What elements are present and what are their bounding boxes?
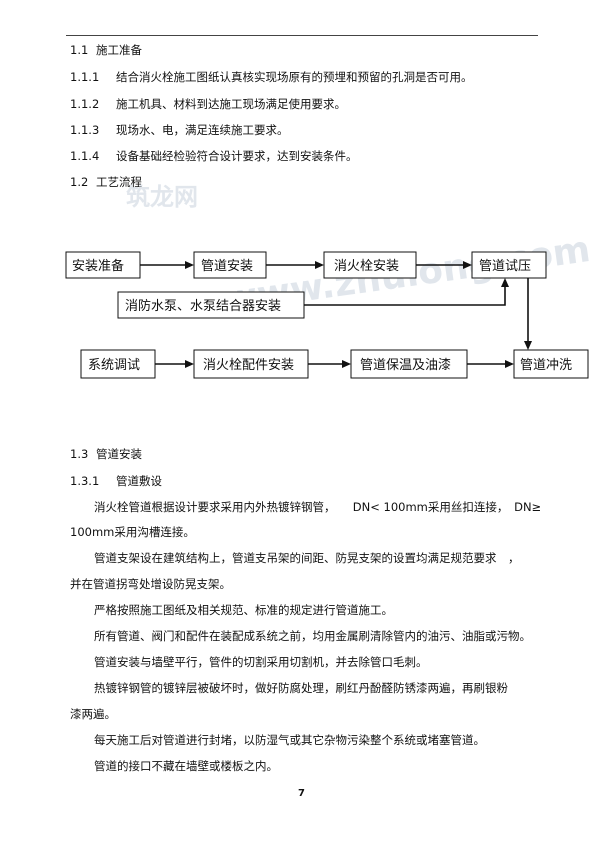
paragraph-line: 管道安装与墙壁平行，管件的切割采用切割机，并去除管口毛刺。 — [94, 655, 428, 669]
section-heading: 1.1 施工准备 — [70, 42, 142, 58]
section-title: 施工准备 — [95, 43, 142, 57]
section-number: 1.3 — [70, 447, 89, 461]
flow-box-hydrant-install — [323, 251, 417, 279]
flow-box-prep — [65, 251, 141, 279]
watermark-cn: 筑龙网 — [126, 183, 198, 211]
section-heading: 1.2 工艺流程 — [70, 174, 142, 190]
arrowhead — [342, 360, 351, 368]
arrowhead — [185, 360, 194, 368]
flow-box-insulation-paint-label: 管道保温及油漆 — [360, 357, 451, 373]
section-title: 管道安装 — [95, 447, 142, 461]
flow-box-hydrant-fittings — [193, 349, 309, 379]
paragraph-line: 每天施工后对管道进行封堵，以防湿气或其它杂物污染整个系统或堵塞管道。 — [94, 733, 485, 747]
item-number: 1.1.2 — [70, 97, 100, 111]
item-number: 1.1.3 — [70, 123, 100, 137]
section-heading: 1.3 管道安装 — [70, 446, 142, 462]
paragraph-line: 热镀锌钢管的镀锌层被破坏时，做好防腐处理，刷红丹酚醛防锈漆两遍，再刷银粉 — [94, 681, 508, 695]
item-text: 设备基础经检验符合设计要求，达到安装条件。 — [116, 149, 358, 163]
arrowhead — [463, 261, 472, 269]
section-title: 工艺流程 — [95, 175, 142, 189]
flow-box-system-debug — [80, 349, 156, 379]
flow-box-pipe-install-label: 管道安装 — [201, 259, 253, 274]
paragraph-line: 所有管道、阀门和配件在装配成系统之前，均用金属刷清除管内的油污、油脂或污物。 — [94, 629, 531, 643]
arrowhead — [524, 341, 532, 350]
arrowhead — [505, 360, 514, 368]
flow-box-flush — [513, 349, 589, 379]
flow-box-system-debug-label: 系统调试 — [88, 358, 140, 373]
paragraph-line: 消火栓管道根据设计要求采用内外热镀锌钢管， DN< 100mm采用丝扣连接， D… — [94, 500, 542, 514]
arrowhead — [185, 261, 194, 269]
arrowhead — [315, 261, 324, 269]
paragraph-line: 100mm采用沟槽连接。 — [70, 525, 195, 539]
paragraph-line: 管道的接口不藏在墙壁或楼板之内。 — [94, 759, 278, 773]
flow-box-prep-label: 安装准备 — [72, 258, 124, 274]
flow-box-flush-label: 管道冲洗 — [520, 358, 572, 373]
item-text: 结合消火栓施工图纸认真核实现场原有的预埋和预留的孔洞是否可用。 — [116, 70, 473, 84]
flow-box-hydrant-install-label: 消火栓安装 — [334, 259, 399, 274]
paragraph-line: 漆两遍。 — [70, 707, 116, 721]
flow-box-hydrant-fittings-label: 消火栓配件安装 — [203, 358, 294, 373]
flow-box-pressure-test-label: 管道试压 — [479, 259, 531, 274]
section-number: 1.1 — [70, 43, 89, 57]
item-number: 1.1.4 — [70, 149, 100, 163]
arrowhead — [501, 278, 509, 287]
paragraph-line: 管道支架设在建筑结构上，管道支吊架的间距、防晃支架的设置均满足规范要求 ， — [94, 551, 520, 565]
flow-box-pump-install-label: 消防水泵、水泵结合器安装 — [125, 298, 281, 314]
subsection-number: 1.3.1 — [70, 474, 100, 488]
flow-box-pump-install — [117, 291, 305, 319]
flow-arrow — [304, 286, 506, 306]
item-text: 施工机具、材料到达施工现场满足使用要求。 — [116, 97, 346, 111]
flow-box-insulation-paint — [350, 349, 468, 379]
page-number: 7 — [298, 788, 305, 799]
flow-box-pipe-install — [193, 251, 267, 279]
flow-box-pressure-test — [471, 251, 547, 279]
paragraph-line: 严格按照施工图纸及相关规范、标准的规定进行管道施工。 — [94, 603, 393, 617]
item-number: 1.1.1 — [70, 70, 100, 84]
header-rule — [66, 35, 538, 36]
paragraph-line: 并在管道拐弯处增设防晃支架。 — [70, 577, 231, 591]
item-text: 现场水、电，满足连续施工要求。 — [116, 123, 289, 137]
section-number: 1.2 — [70, 175, 89, 189]
subsection-title: 管道敷设 — [116, 474, 162, 488]
